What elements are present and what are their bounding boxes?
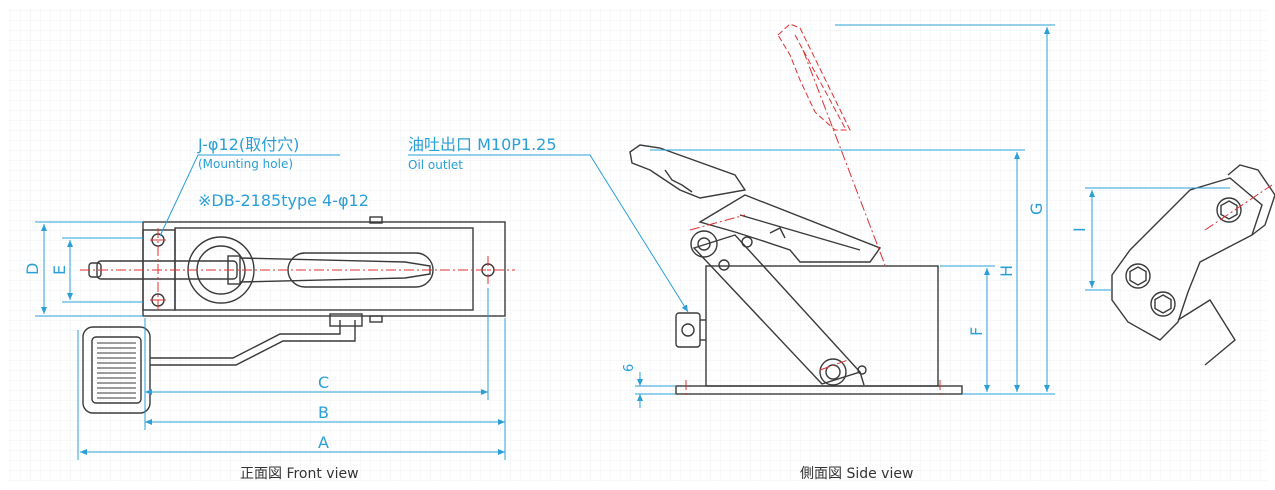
front-bottom-tab [369,315,383,323]
dim-label-b: B [318,403,329,422]
front-pedal-arm [150,320,341,359]
dim-label-e: E [50,265,69,275]
detail-bolt-bottom [1150,291,1176,317]
side-view [629,144,963,395]
dim-label-d: D [23,263,42,275]
detail-lever-plate [1111,177,1263,341]
front-view-caption: 正面図 Front view [240,466,359,482]
side-outlet-fitting [675,312,701,348]
front-arm-bracket [329,313,363,327]
detail-bolt-top [1216,197,1242,223]
detail-bolt-left [1125,263,1151,289]
mount-note-en: (Mounting hole) [198,157,293,171]
detail-dimensions [1085,187,1230,291]
dim-label-h: H [997,265,1016,277]
side-centerlines [685,49,941,398]
front-centerlines [80,228,515,312]
side-view-caption: 側面図 Side view [800,466,913,482]
mount-note-jp: J-φ12(取付穴) [197,135,299,154]
detail-centerlines [1204,184,1273,231]
dim-label-g: G [1027,203,1046,215]
dim-label-f: F [967,327,986,336]
detail-view [1111,164,1275,366]
outlet-note-en: Oil outlet [408,158,463,172]
side-dimensions [408,24,1055,408]
grid-background [8,8,1267,482]
dim-label-c: C [318,373,329,392]
outlet-note-jp: 油吐出口 M10P1.25 [408,135,557,154]
dim-label-a: A [318,433,329,452]
side-pivot-upper [690,230,718,258]
side-phantom-lever [777,23,851,131]
type-note: ※DB-2185type 4-φ12 [198,191,369,210]
side-handle-grip [629,144,747,199]
side-pivot-lower [819,358,847,386]
dim-label-i: I [1070,227,1089,232]
front-pedal-grip-lines [97,342,136,399]
side-lever [698,194,882,263]
front-pedal-pad [82,326,151,414]
dim-label-six: 6 [622,364,637,372]
side-body [705,265,939,387]
front-dimensions [35,154,506,460]
front-top-tab [369,216,383,224]
